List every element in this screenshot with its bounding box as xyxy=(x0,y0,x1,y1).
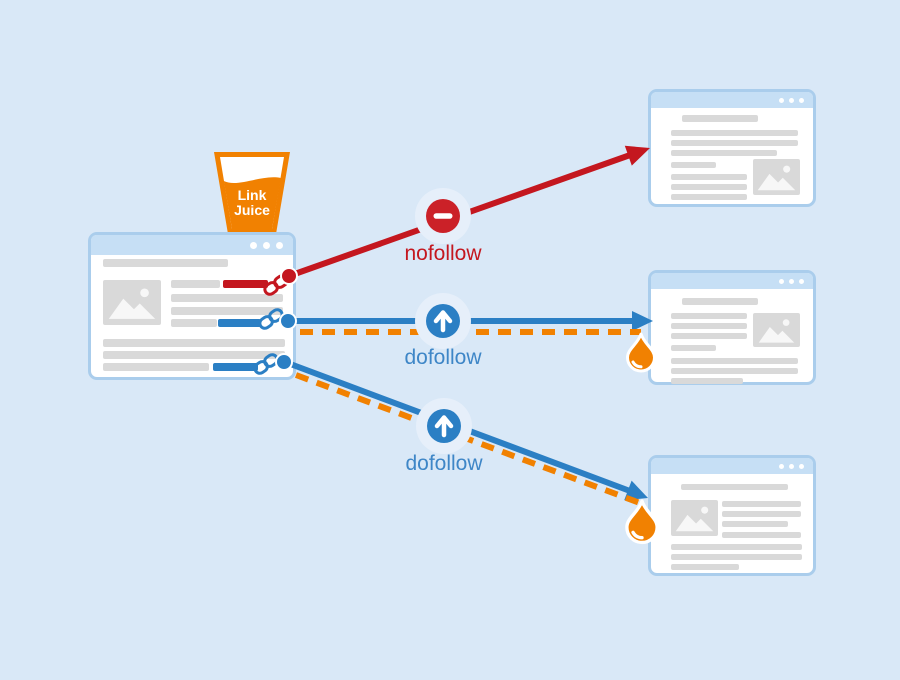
window-dots-icon xyxy=(263,241,270,249)
window-dots-icon xyxy=(250,241,257,249)
window-titlebar xyxy=(651,92,813,108)
nofollow-link-bar xyxy=(223,280,268,288)
text-line-placeholder xyxy=(671,130,798,136)
text-line-placeholder xyxy=(671,544,802,550)
cup-juice xyxy=(223,177,281,229)
text-line-placeholder xyxy=(682,298,758,305)
cup-label-line1: Link xyxy=(237,187,267,203)
dofollow-link-bar xyxy=(213,363,258,371)
window-dots-icon xyxy=(799,97,804,103)
image-placeholder xyxy=(671,500,718,536)
dofollow-label-bottom: dofollow xyxy=(405,452,483,475)
target-page-window-dofollow-2 xyxy=(648,455,816,576)
text-line-placeholder xyxy=(103,351,285,359)
text-line-placeholder xyxy=(671,368,798,374)
dofollow-icon xyxy=(426,304,460,338)
icon-halo xyxy=(415,188,471,244)
arrow-up-glyph xyxy=(434,415,454,438)
icon-halo xyxy=(416,398,472,454)
window-titlebar xyxy=(651,273,813,289)
text-line-placeholder xyxy=(722,532,801,538)
window-dots-icon xyxy=(799,278,804,284)
window-dots-icon xyxy=(779,463,784,469)
dofollow-link-bar xyxy=(218,319,261,327)
text-line-placeholder xyxy=(722,521,788,527)
dofollow-icon xyxy=(427,409,461,443)
text-line-placeholder xyxy=(171,280,220,288)
arrow-up-glyph xyxy=(433,310,453,333)
image-placeholder xyxy=(103,280,161,325)
minus-glyph xyxy=(433,213,453,219)
text-line-placeholder xyxy=(171,319,217,327)
text-line-placeholder xyxy=(722,501,801,507)
text-line-placeholder xyxy=(671,184,747,190)
nofollow-icon xyxy=(426,199,460,233)
text-line-placeholder xyxy=(671,140,798,146)
window-dots-icon xyxy=(789,278,794,284)
text-line-placeholder xyxy=(671,162,716,168)
text-line-placeholder xyxy=(103,363,209,371)
window-dots-icon xyxy=(789,97,794,103)
window-dots-icon xyxy=(779,97,784,103)
text-line-placeholder xyxy=(722,511,801,517)
window-titlebar xyxy=(651,458,813,474)
text-line-placeholder xyxy=(671,174,747,180)
image-placeholder-icon xyxy=(108,288,156,319)
window-dots-icon xyxy=(276,241,283,249)
text-line-placeholder xyxy=(671,345,716,351)
image-placeholder xyxy=(753,313,800,347)
text-line-placeholder xyxy=(671,313,747,319)
text-line-placeholder xyxy=(671,323,747,329)
text-line-placeholder xyxy=(171,294,283,302)
text-line-placeholder xyxy=(681,484,788,490)
dofollow-arrowhead-bottom xyxy=(624,480,648,501)
text-line-placeholder xyxy=(671,564,739,570)
nofollow-label: nofollow xyxy=(404,242,482,265)
icon-halo xyxy=(415,293,471,349)
text-line-placeholder xyxy=(103,339,285,347)
cup-label: Link Juice xyxy=(214,188,290,218)
text-line-placeholder xyxy=(171,307,283,315)
cup-label-line2: Juice xyxy=(234,202,270,218)
nofollow-arrowhead xyxy=(624,145,650,166)
image-placeholder xyxy=(753,159,800,195)
source-page-window xyxy=(88,232,296,380)
window-dots-icon xyxy=(799,463,804,469)
text-line-placeholder xyxy=(671,378,743,384)
window-dots-icon xyxy=(779,278,784,284)
text-line-placeholder xyxy=(671,358,798,364)
image-placeholder-icon xyxy=(675,506,714,532)
text-line-placeholder xyxy=(682,115,758,122)
dofollow-label-middle: dofollow xyxy=(404,346,482,369)
text-line-placeholder xyxy=(103,259,228,267)
window-dots-icon xyxy=(789,463,794,469)
target-page-window-nofollow xyxy=(648,89,816,207)
juice-flow-dashed-line-bottom xyxy=(294,372,642,506)
target-page-window-dofollow-1 xyxy=(648,270,816,385)
text-line-placeholder xyxy=(671,554,802,560)
text-line-placeholder xyxy=(671,194,747,200)
window-titlebar xyxy=(91,235,293,255)
text-line-placeholder xyxy=(671,333,747,339)
text-line-placeholder xyxy=(671,150,777,156)
image-placeholder-icon xyxy=(758,319,795,343)
image-placeholder-icon xyxy=(757,165,796,191)
link-juice-cup xyxy=(214,152,290,234)
